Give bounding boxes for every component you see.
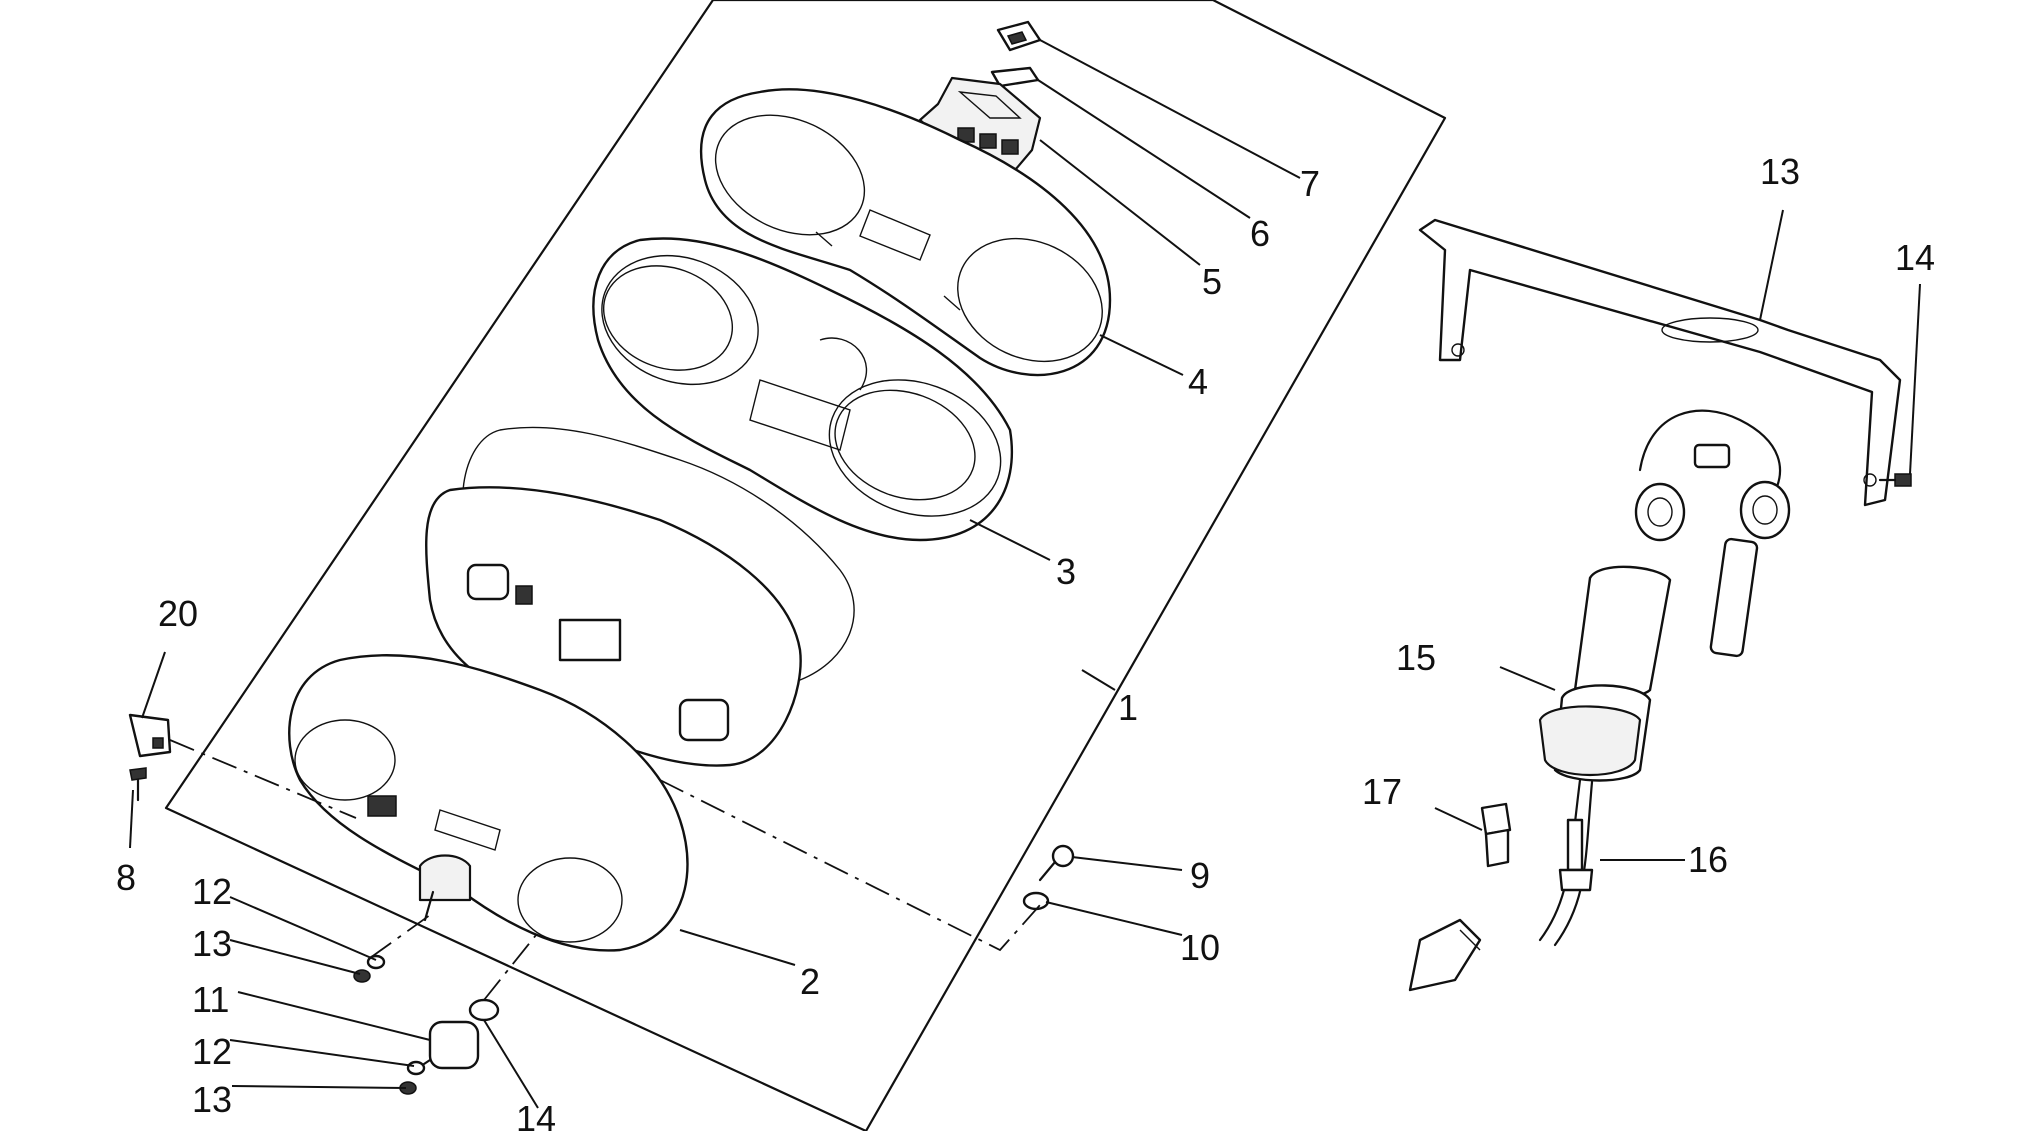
callout-20: 20 — [158, 593, 198, 634]
callout-7: 7 — [1300, 163, 1320, 204]
callout-17: 15 — [1396, 637, 1436, 678]
callout-labels: 7 6 5 4 3 1 2 9 10 13 14 15 16 17 20 8 1… — [116, 151, 1935, 1136]
part-14-grommet — [468, 998, 500, 1022]
part-19-screw — [1480, 802, 1512, 868]
part-18-bolt — [1558, 818, 1594, 892]
callout-6: 6 — [1250, 213, 1270, 254]
callout-11: 11 — [192, 979, 229, 1020]
leader-lines — [129, 39, 1921, 1109]
callout-5: 5 — [1202, 261, 1222, 302]
callout-18: 16 — [1688, 839, 1728, 880]
callout-10: 10 — [1180, 927, 1220, 968]
callout-12b: 12 — [192, 1031, 232, 1072]
assembly-boundary — [164, 0, 1447, 1133]
part-2-rear-housing — [288, 654, 689, 952]
part-15-mounting-bracket — [1418, 218, 1902, 507]
callout-12a: 12 — [192, 871, 232, 912]
part-7-cap — [996, 20, 1042, 52]
callout-4: 4 — [1188, 361, 1208, 402]
callout-3: 3 — [1056, 551, 1076, 592]
part-10-washer — [1022, 891, 1050, 911]
part-3-bezel — [592, 237, 1014, 542]
alignment-lines — [169, 739, 1041, 1001]
callout-13b: 13 — [192, 1079, 232, 1120]
callout-13a: 13 — [192, 923, 232, 964]
callout-14: 14 — [516, 1098, 556, 1131]
callout-16: 14 — [1895, 237, 1935, 278]
part-16-bolt — [1878, 473, 1912, 487]
callout-1: 1 — [1118, 687, 1138, 728]
callout-19: 17 — [1362, 771, 1402, 812]
part-8-screw — [129, 767, 147, 802]
callout-9: 9 — [1190, 855, 1210, 896]
callout-8: 8 — [116, 857, 136, 898]
callout-15: 13 — [1760, 151, 1800, 192]
part-20-label-plate — [128, 713, 172, 758]
callout-2: 2 — [800, 961, 820, 1002]
part-9-bolt — [1038, 844, 1075, 882]
part-12-13-fasteners — [353, 954, 426, 1095]
part-11-rubber-mount — [410, 1020, 480, 1074]
part-4-top-cover — [699, 88, 1112, 377]
part-17-ignition-switch — [1408, 409, 1791, 992]
